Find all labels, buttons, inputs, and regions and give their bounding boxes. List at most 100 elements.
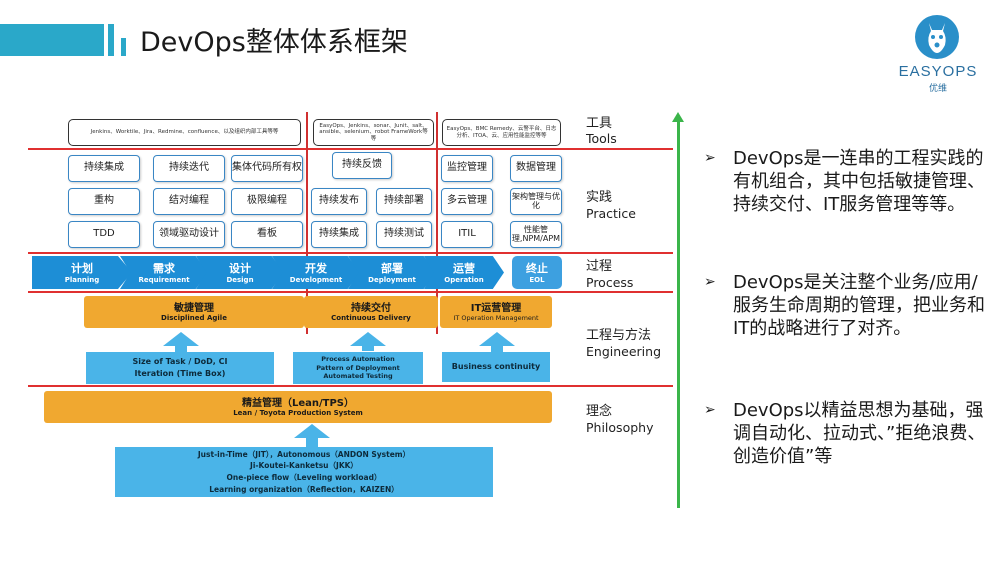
philosophy-detail: Just-in-Time（JIT），Autonomous（ANDON Syste… — [115, 447, 493, 497]
bullet-point: ➢ DevOps是一连串的工程实践的有机组合，其中包括敏捷管理、持续交付、IT服… — [704, 147, 994, 216]
arrow-stem — [491, 345, 503, 353]
giraffe-logo-icon — [915, 15, 959, 59]
practice-item: 持续迭代 — [153, 155, 225, 182]
arrow-up-icon — [479, 332, 515, 346]
practice-item: ITIL — [441, 221, 493, 248]
bullet-arrow-icon: ➢ — [704, 150, 716, 166]
column-divider — [306, 112, 308, 334]
tools-operations-box: EasyOps、BMC Remedy、云警平台、日志分析、ITOA、云、应用性能… — [442, 119, 561, 146]
layer-label-tools: 工具 — [586, 116, 613, 131]
process-step-development: 开发 Development — [272, 256, 360, 289]
practice-item: TDD — [68, 221, 140, 248]
practice-item: 集体代码所有权 — [231, 155, 303, 182]
layer-label-engineering: 工程与方法 — [586, 328, 652, 343]
process-step-label: 设计 — [229, 262, 251, 275]
practice-item: 数据管理 — [510, 155, 562, 182]
detail-line: Ji-Koutei-Kanketsu（JKK） — [250, 461, 358, 471]
layer-divider — [28, 148, 673, 150]
axis-arrow-icon — [672, 112, 684, 122]
detail-line: Pattern of Deployment — [316, 363, 400, 372]
engineering-subtitle: Continuous Delivery — [331, 314, 411, 322]
practice-item: 持续发布 — [311, 188, 367, 215]
practice-item: 架构管理与优化 — [510, 188, 562, 215]
process-step-label: 需求 — [153, 262, 175, 275]
process-step-requirement: 需求 Requirement — [120, 256, 208, 289]
layer-divider — [28, 252, 673, 254]
process-step-sublabel: Development — [289, 276, 343, 284]
bullet-arrow-icon: ➢ — [704, 402, 716, 418]
process-step-label: 开发 — [305, 262, 327, 275]
engineering-subtitle: IT Operation Management — [453, 314, 539, 322]
layer-label-process: 过程 — [586, 259, 613, 274]
practice-item: 多云管理 — [441, 188, 493, 215]
process-step-sublabel: Operation — [444, 276, 484, 284]
philosophy-title: 精益管理（Lean/TPS） — [241, 398, 355, 409]
process-step-sublabel: Design — [226, 276, 254, 284]
process-step-label: 终止 — [526, 262, 548, 275]
layer-label-tools-en: Tools — [586, 131, 617, 146]
practice-item: 重构 — [68, 188, 140, 215]
engineering-agile-detail: Size of Task / DoD, CI Iteration (Time B… — [86, 352, 274, 384]
bullet-text: DevOps以精益思想为基础，强调自动化、拉动式、”拒绝浪费、创造价值”等 — [733, 400, 986, 467]
logo-subtitle: 优维 — [928, 84, 947, 94]
engineering-delivery-detail: Process Automation Pattern of Deployment… — [293, 352, 423, 384]
practice-item: 看板 — [231, 221, 303, 248]
detail-line: Process Automation — [321, 354, 395, 363]
practice-item: 持续部署 — [376, 188, 432, 215]
process-step-design: 设计 Design — [196, 256, 284, 289]
arrow-stem — [175, 345, 187, 353]
practice-item: 极限编程 — [231, 188, 303, 215]
arrow-up-icon — [294, 424, 330, 438]
detail-line: Learning organization（Reflection，KAIZEN） — [209, 484, 399, 494]
engineering-operations-detail: Business continuity — [442, 352, 550, 382]
detail-line: Business continuity — [451, 362, 541, 372]
logo-wordmark: EASYOPS — [898, 63, 978, 80]
layer-label-philosophy: 理念 — [586, 404, 613, 419]
header-accent-stick-short — [121, 38, 126, 56]
practice-item: 持续集成 — [68, 155, 140, 182]
layer-label-practice: 实践 — [586, 190, 613, 205]
engineering-title: 持续交付 — [351, 303, 391, 314]
practice-item: 持续集成 — [311, 221, 367, 248]
column-divider — [436, 112, 438, 334]
practice-item: 监控管理 — [441, 155, 493, 182]
process-step-sublabel: EOL — [529, 276, 545, 284]
process-step-operation: 运营 Operation — [424, 256, 504, 289]
process-step-label: 部署 — [381, 262, 403, 275]
practice-item: 持续反馈 — [332, 152, 392, 179]
detail-line: One-piece flow（Leveling workload） — [226, 473, 382, 482]
bullet-arrow-icon: ➢ — [704, 274, 716, 290]
process-step-sublabel: Deployment — [368, 276, 416, 284]
layer-label-practice-en: Practice — [586, 206, 636, 221]
layer-divider — [28, 385, 673, 387]
layer-label-engineering-en: Engineering — [586, 344, 661, 359]
philosophy-lean-box: 精益管理（Lean/TPS） Lean / Toyota Production … — [44, 391, 552, 423]
process-step-label: 运营 — [453, 262, 475, 275]
tools-agile-box: Jenkins、Worktile、Jira、Redmine、confluence… — [68, 119, 301, 146]
devops-framework-diagram: Jenkins、Worktile、Jira、Redmine、confluence… — [28, 112, 690, 508]
tools-delivery-box: EasyOps、Jenkins、sonar、Junit、salt、ansible… — [313, 119, 434, 146]
layer-label-process-en: Process — [586, 275, 634, 290]
practice-item: 持续测试 — [376, 221, 432, 248]
practice-item: 领域驱动设计 — [153, 221, 225, 248]
bullet-text: DevOps是关注整个业务/应用/服务生命周期的管理，把业务和IT的战略进行了对… — [733, 272, 985, 339]
engineering-delivery-box: 持续交付 Continuous Delivery — [304, 296, 438, 328]
process-step-sublabel: Requirement — [138, 276, 190, 284]
arrow-up-icon — [163, 332, 199, 346]
bullet-point: ➢ DevOps以精益思想为基础，强调自动化、拉动式、”拒绝浪费、创造价值”等 — [704, 399, 994, 468]
engineering-title: 敏捷管理 — [174, 303, 214, 314]
detail-line: Size of Task / DoD, CI — [132, 357, 228, 367]
brand-logo: EASYOPS 优维 — [885, 15, 991, 95]
process-step-label: 计划 — [71, 262, 93, 275]
process-step-planning: 计划 Planning — [32, 256, 132, 289]
philosophy-subtitle: Lean / Toyota Production System — [233, 409, 363, 417]
detail-line: Iteration (Time Box) — [134, 369, 226, 378]
practice-item: 结对编程 — [153, 188, 225, 215]
detail-line: Automated Testing — [323, 372, 393, 381]
arrow-up-icon — [350, 332, 386, 346]
bullet-point: ➢ DevOps是关注整个业务/应用/服务生命周期的管理，把业务和IT的战略进行… — [704, 271, 994, 340]
engineering-operations-box: IT运营管理 IT Operation Management — [440, 296, 552, 328]
bullet-text: DevOps是一连串的工程实践的有机组合，其中包括敏捷管理、持续交付、IT服务管… — [733, 148, 985, 215]
vertical-axis — [677, 120, 680, 508]
layer-label-philosophy-en: Philosophy — [586, 420, 654, 435]
